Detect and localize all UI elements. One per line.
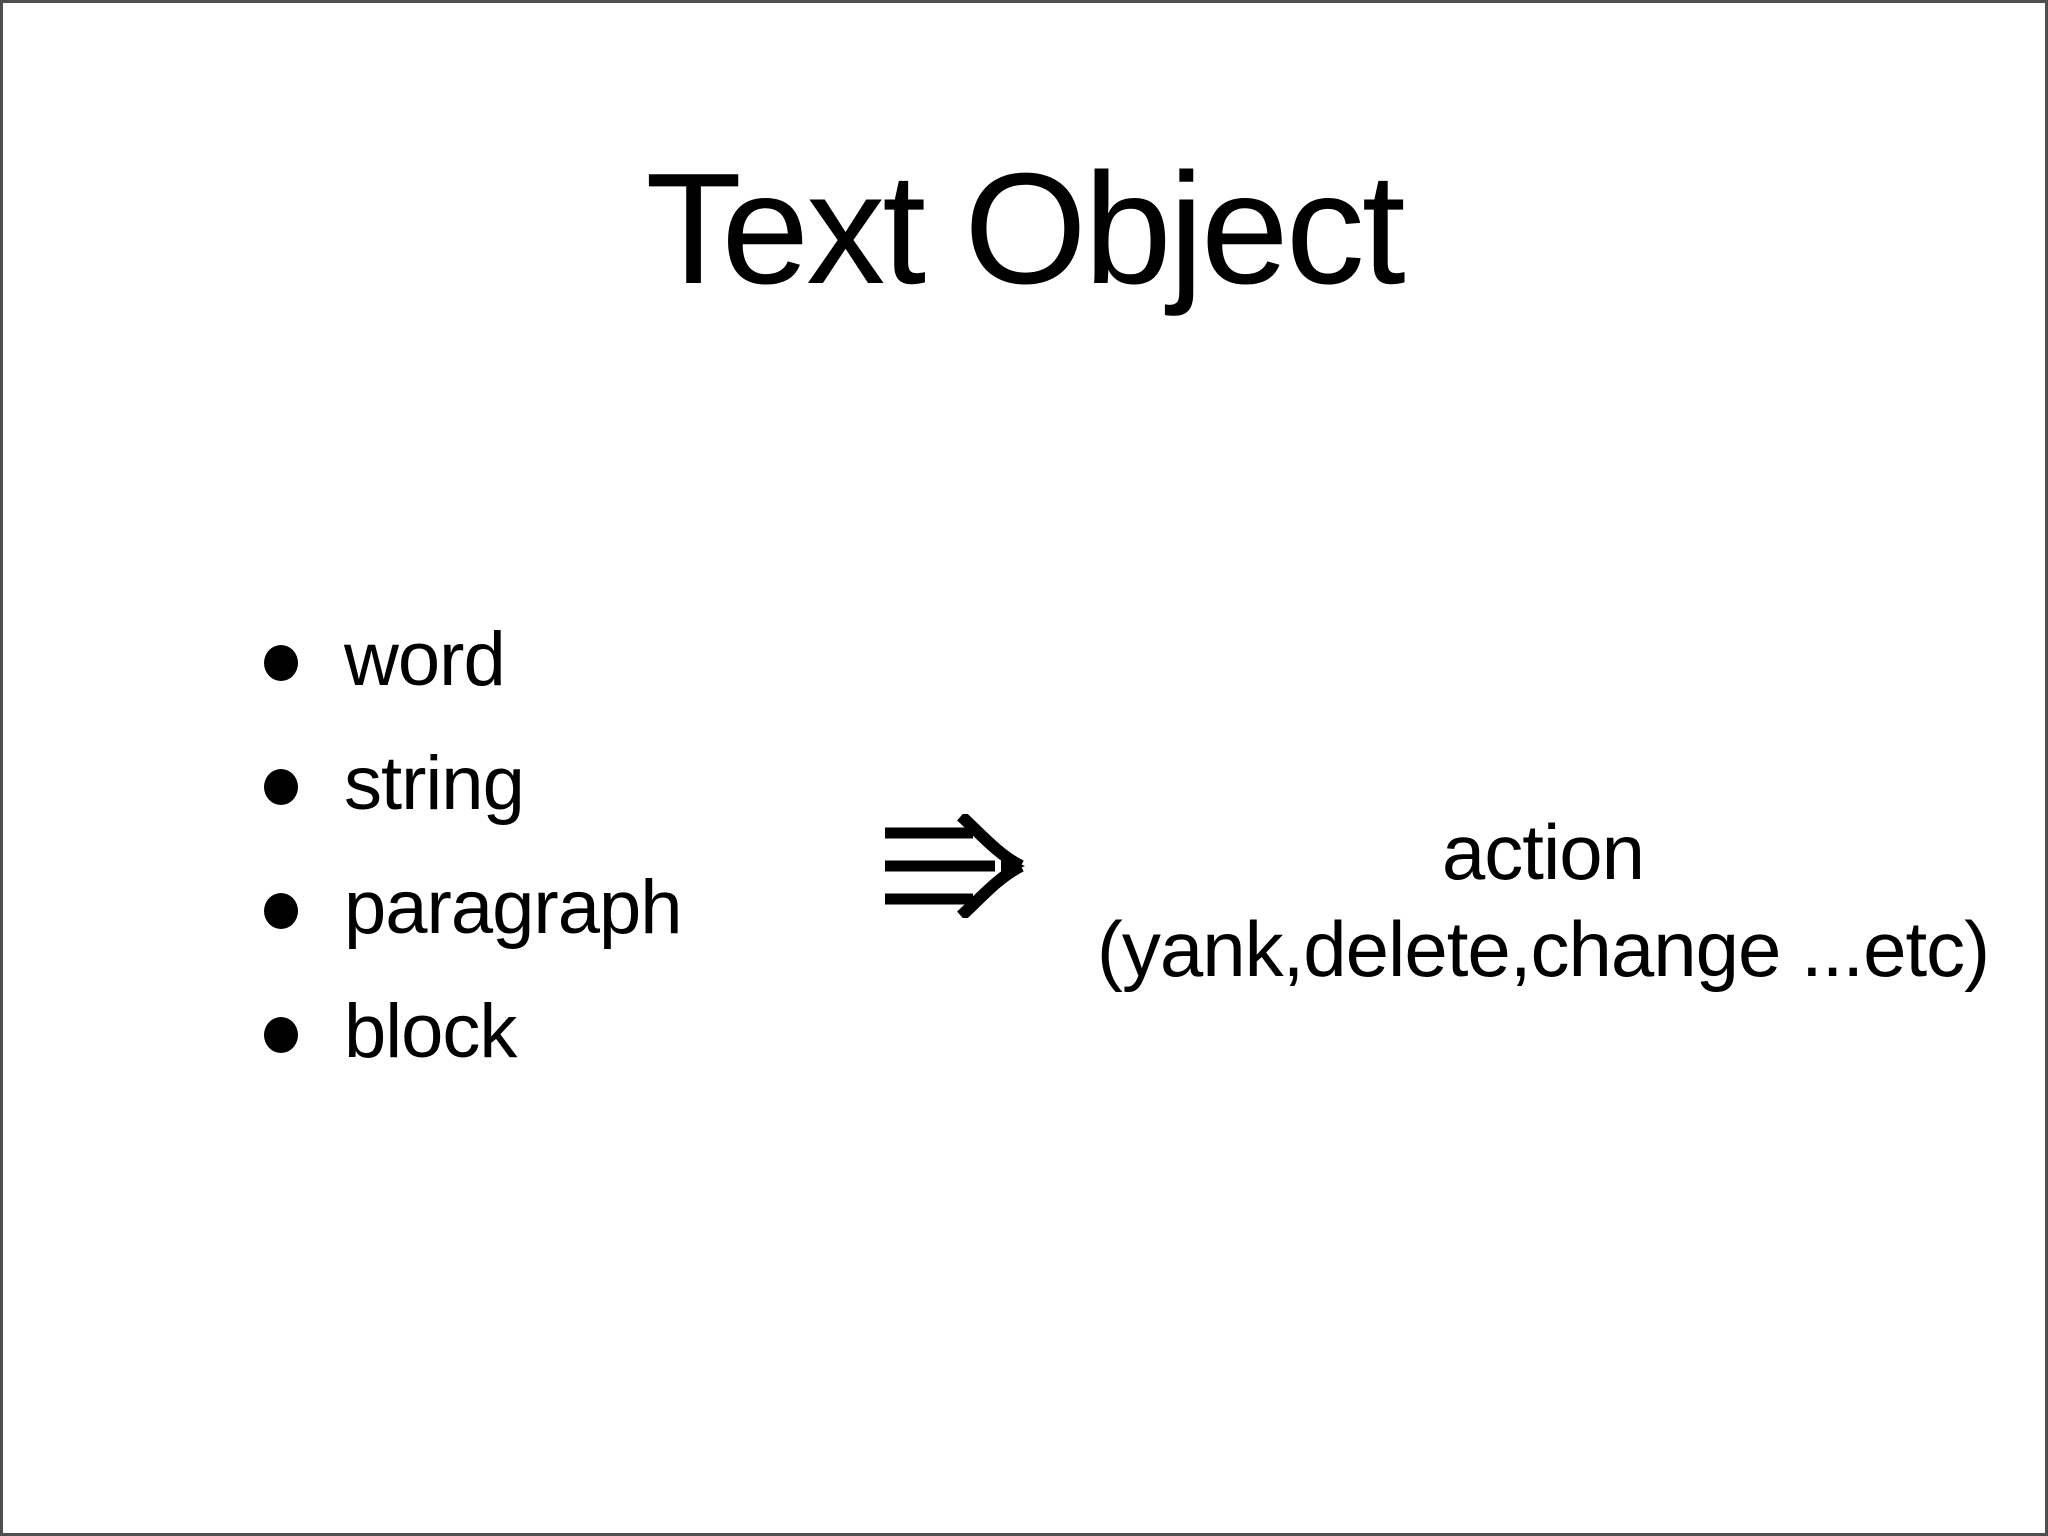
action-text: action (yank,delete,change ...etc) bbox=[1043, 804, 2043, 998]
bullet-label: paragraph bbox=[344, 865, 682, 950]
action-title: action bbox=[1441, 808, 1645, 896]
bullet-label: word bbox=[344, 617, 506, 702]
list-item: word bbox=[264, 601, 682, 725]
action-examples: (yank,delete,change ...etc) bbox=[1096, 905, 1990, 993]
list-item: paragraph bbox=[264, 849, 682, 973]
bullet-list: word string paragraph block bbox=[264, 601, 682, 1097]
list-item: block bbox=[264, 973, 682, 1097]
bullet-icon bbox=[264, 893, 298, 929]
list-item: string bbox=[264, 725, 682, 849]
bullet-icon bbox=[264, 769, 298, 805]
bullet-icon bbox=[264, 1017, 298, 1053]
bullet-label: block bbox=[344, 989, 517, 1074]
slide-title: Text Object bbox=[645, 141, 1405, 317]
triple-arrow-icon bbox=[881, 796, 1051, 936]
bullet-icon bbox=[264, 645, 298, 681]
bullet-label: string bbox=[344, 741, 525, 826]
